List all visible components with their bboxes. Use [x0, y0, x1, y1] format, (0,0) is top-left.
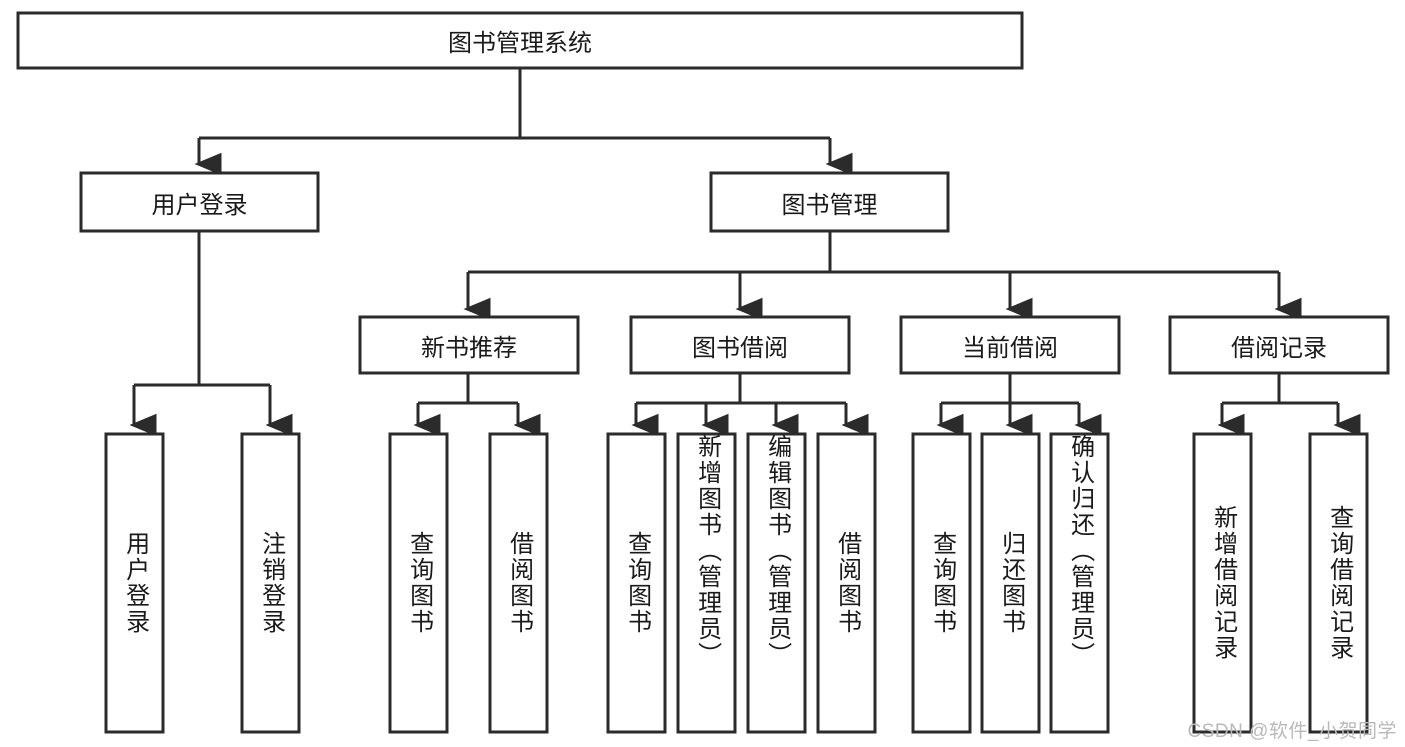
leaf-box-book-borrow-2[interactable] [676, 432, 737, 734]
connector-group-user-login [129, 231, 293, 437]
leaf-box-current-borrow-3[interactable] [1049, 432, 1110, 734]
node-new-book-recommend[interactable] [358, 315, 580, 375]
leaf-box-borrow-record-1[interactable] [1192, 432, 1253, 734]
node-book-management[interactable] [709, 171, 950, 233]
leaf-box-user-login-2[interactable] [240, 432, 301, 734]
leaf-box-current-borrow-2[interactable] [980, 432, 1041, 734]
connector-group-book-mgmt [463, 231, 1302, 321]
connector-group-new-book [413, 373, 541, 437]
leaf-box-new-book-2[interactable] [488, 432, 549, 734]
connector-group-current-borrow [936, 373, 1102, 437]
leaf-box-borrow-record-2[interactable] [1308, 432, 1369, 734]
leaf-box-new-book-1[interactable] [388, 432, 449, 734]
connector-group-borrow-record [1217, 373, 1361, 437]
leaf-box-book-borrow-3[interactable] [746, 432, 807, 734]
watermark-text: CSDN @软件_小贺同学 [1187, 721, 1397, 742]
connector-group-book-borrow [631, 373, 869, 437]
node-book-borrow[interactable] [629, 315, 851, 375]
leaf-box-user-login-1[interactable] [104, 432, 165, 734]
node-root[interactable] [16, 11, 1024, 70]
node-user-login[interactable] [79, 171, 320, 233]
leaf-box-current-borrow-1[interactable] [911, 432, 972, 734]
node-current-borrow[interactable] [899, 315, 1121, 375]
connector-group-root [194, 68, 853, 176]
leaf-box-book-borrow-4[interactable] [816, 432, 877, 734]
leaf-box-book-borrow-1[interactable] [606, 432, 667, 734]
node-borrow-record[interactable] [1168, 315, 1390, 375]
